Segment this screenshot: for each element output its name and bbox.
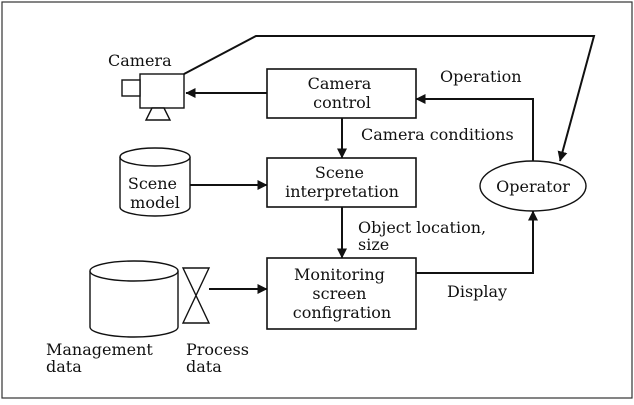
scene-model-label: Scene model	[128, 174, 182, 212]
process-data-valve-icon	[181, 267, 211, 324]
camera-control-line-1: Camera	[308, 74, 372, 93]
object-location-label: Object location, size	[358, 218, 491, 254]
scene-model-line-1: Scene	[128, 174, 177, 193]
camera-control-line-2: control	[313, 93, 371, 112]
camera-label: Camera	[108, 51, 172, 70]
operator-label: Operator	[496, 177, 570, 196]
management-data-label: Management data	[46, 340, 158, 376]
arrow-display	[416, 210, 538, 274]
scene-interpretation-line-1: Scene	[315, 163, 364, 182]
operation-label: Operation	[440, 67, 522, 86]
camera-conditions-label: Camera conditions	[361, 125, 514, 144]
management-data-line-2: data	[46, 357, 82, 376]
scene-interpretation-box	[266, 157, 417, 208]
management-data-cylinder	[89, 260, 179, 338]
scene-model-cylinder	[119, 147, 191, 217]
process-data-line-1: Process	[186, 340, 249, 359]
monitoring-box	[266, 257, 417, 330]
monitoring-line-3: configration	[293, 303, 391, 322]
scene-model-line-2: model	[130, 193, 180, 212]
monitoring-label: Monitoring screen configration	[293, 265, 391, 322]
management-data-line-1: Management	[46, 340, 153, 359]
camera-control-label: Camera control	[308, 74, 377, 112]
object-location-line-1: Object location,	[358, 218, 486, 237]
arrow-camera-to-operator	[183, 35, 596, 162]
process-data-line-2: data	[186, 357, 222, 376]
display-label: Display	[447, 282, 507, 301]
scene-interpretation-label: Scene interpretation	[285, 163, 399, 201]
object-location-line-2: size	[358, 235, 389, 254]
process-data-label: Process data	[186, 340, 254, 376]
monitoring-line-2: screen	[312, 284, 366, 303]
arrow-operation	[415, 94, 534, 161]
camera-icon	[121, 73, 185, 121]
monitoring-line-1: Monitoring	[294, 265, 385, 284]
scene-interpretation-line-2: interpretation	[285, 182, 399, 201]
